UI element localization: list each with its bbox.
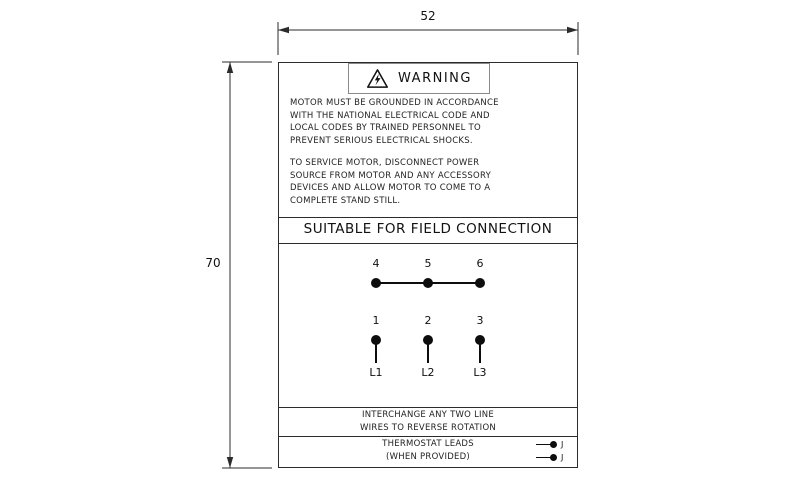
warning-text-line: MOTOR MUST BE GROUNDED IN ACCORDANCE <box>290 98 499 108</box>
thermostat-lead-wire-1 <box>536 444 551 445</box>
service-warning-text: TO SERVICE MOTOR, DISCONNECT POWER SOURC… <box>290 157 566 207</box>
thermostat-lead-dot-1 <box>550 441 557 448</box>
height-arrow-top-icon <box>226 62 234 73</box>
warning-text-line: LOCAL CODES BY TRAINED PERSONNEL TO <box>290 123 481 134</box>
lead-stem-l3 <box>479 340 481 363</box>
rotation-note-line2: WIRES TO REVERSE ROTATION <box>360 423 496 433</box>
thermostat-note-line2: (WHEN PROVIDED) <box>386 452 470 462</box>
terminal-number-5: 5 <box>424 257 432 270</box>
thermostat-lead-label-2: J <box>561 453 564 462</box>
terminal-dot-4 <box>371 278 381 288</box>
warning-text-line: WITH THE NATIONAL ELECTRICAL CODE AND <box>290 110 490 121</box>
thermostat-lead-dot-2 <box>550 454 557 461</box>
warning-text-line: SOURCE FROM MOTOR AND ANY ACCESSORY <box>290 170 492 181</box>
warning-triangle-icon <box>367 69 389 88</box>
divider-line <box>278 243 578 244</box>
grounding-warning-text: MOTOR MUST BE GROUNDED IN ACCORDANCE WIT… <box>290 97 566 147</box>
lead-label-l1: L1 <box>369 366 383 379</box>
height-arrow-bottom-icon <box>226 457 234 468</box>
terminal-number-4: 4 <box>372 257 380 270</box>
width-arrow-left-icon <box>278 26 289 34</box>
height-dimension-value: 70 <box>205 256 221 270</box>
divider-line <box>278 436 578 437</box>
divider-line <box>278 407 578 408</box>
width-dimension-value: 52 <box>420 9 436 23</box>
terminal-number-6: 6 <box>476 257 484 270</box>
thermostat-lead-label-1: J <box>561 440 564 449</box>
warning-header: WARNING <box>348 63 490 94</box>
terminal-dot-6 <box>475 278 485 288</box>
lead-stem-l2 <box>427 340 429 363</box>
lead-label-l2: L2 <box>421 366 435 379</box>
terminal-number-2: 2 <box>424 314 432 327</box>
terminal-dot-5 <box>423 278 433 288</box>
thermostat-lead-wire-2 <box>536 457 551 458</box>
warning-text-line: COMPLETE STAND STILL. <box>290 195 401 206</box>
thermostat-note-line1: THERMOSTAT LEADS <box>382 439 474 449</box>
terminal-number-3: 3 <box>476 314 484 327</box>
label-outline <box>278 62 578 468</box>
warning-text-line: PREVENT SERIOUS ELECTRICAL SHOCKS. <box>290 135 473 146</box>
width-arrow-right-icon <box>567 26 578 34</box>
lead-stem-l1 <box>375 340 377 363</box>
terminal-number-1: 1 <box>372 314 380 327</box>
rotation-note-line1: INTERCHANGE ANY TWO LINE <box>361 410 495 420</box>
warning-title: WARNING <box>398 71 472 86</box>
lead-label-l3: L3 <box>473 366 487 379</box>
warning-text-line: TO SERVICE MOTOR, DISCONNECT POWER <box>290 158 480 168</box>
field-connection-title: SUITABLE FOR FIELD CONNECTION <box>303 221 553 237</box>
divider-line <box>278 217 578 218</box>
warning-text-line: DEVICES AND ALLOW MOTOR TO COME TO A <box>290 183 491 194</box>
